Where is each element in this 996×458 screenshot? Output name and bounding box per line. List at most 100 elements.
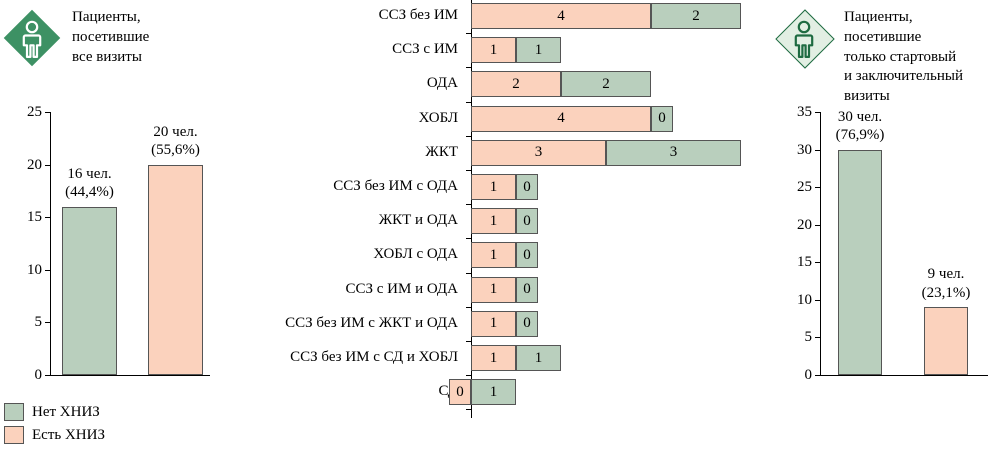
- legend-item: Есть ХНИЗ: [4, 426, 105, 444]
- category-label: ХОБЛ с ОДА: [373, 246, 458, 263]
- stacked-segment-no-chronic: 0: [516, 276, 538, 303]
- y-axis-tick-label: 25: [27, 104, 42, 120]
- bar-no-chronic: [62, 206, 117, 375]
- right-panel-header: Пациенты, посетившие только стартовый и …: [775, 8, 996, 107]
- category-label: ХОБЛ: [418, 109, 458, 126]
- stacked-segment-no-chronic: 1: [516, 37, 561, 64]
- stacked-segment-has-chronic: 1: [471, 37, 516, 64]
- left-bar-chart: 0 5 10 15 20 25 16 чел. (44,4%) 20 чел. (55,6%): [0, 105, 230, 395]
- legend-label: Нет ХНИЗ: [32, 403, 100, 420]
- y-axis-tick: [45, 322, 50, 323]
- y-axis-tick-label: 25: [797, 179, 812, 196]
- y-axis-tick: [815, 225, 820, 226]
- left-panel-header: Пациенты, посетившие все визиты: [3, 8, 230, 67]
- bar-no-chronic: [838, 149, 882, 375]
- y-axis-tick: [815, 112, 820, 113]
- y-axis-tick: [45, 375, 50, 376]
- stacked-segment-has-chronic: 4: [471, 3, 651, 29]
- category-label: ССЗ с ИМ: [392, 41, 458, 58]
- category-label: ОДА: [426, 75, 458, 92]
- y-axis-tick: [815, 262, 820, 263]
- category-axis-tick: [466, 204, 471, 205]
- y-axis-tick-label: 30: [797, 141, 812, 158]
- y-axis-tick-label: 10: [27, 261, 42, 278]
- legend-swatch-green: [4, 403, 24, 421]
- y-axis-tick-label: 5: [804, 329, 813, 346]
- stacked-segment-no-chronic: 0: [516, 208, 538, 235]
- stacked-segment-has-chronic: 1: [471, 208, 516, 235]
- stacked-segment-no-chronic: 0: [516, 310, 538, 337]
- category-label: ССЗ с ИМ и ОДА: [345, 280, 458, 297]
- stacked-segment-no-chronic: 1: [516, 345, 561, 371]
- category-label: ССЗ без ИМ с ОДА: [333, 178, 458, 194]
- category-axis-tick: [466, 136, 471, 137]
- y-axis-tick-label: 20: [27, 156, 42, 173]
- legend-item: Нет ХНИЗ: [4, 403, 105, 421]
- y-axis-tick-label: 0: [34, 367, 43, 383]
- y-axis-tick-label: 10: [797, 291, 812, 308]
- stacked-segment-has-chronic: 1: [471, 276, 516, 303]
- y-axis-tick-label: 0: [804, 367, 813, 383]
- y-axis-tick-label: 5: [34, 314, 43, 331]
- bar-has-chronic: [148, 164, 203, 375]
- stacked-segment-has-chronic: 1: [471, 174, 516, 200]
- stacked-segment-has-chronic: 0: [449, 379, 471, 406]
- stacked-segment-no-chronic: 0: [516, 242, 538, 269]
- category-axis-tick: [466, 238, 471, 239]
- y-axis-tick: [815, 150, 820, 151]
- category-axis-tick: [466, 33, 471, 34]
- stacked-segment-no-chronic: 1: [471, 379, 516, 406]
- legend-swatch-pink: [4, 426, 24, 444]
- category-axis-tick: [466, 375, 471, 376]
- legend-label: Есть ХНИЗ: [32, 426, 105, 443]
- stacked-segment-no-chronic: 2: [561, 71, 651, 98]
- stacked-segment-has-chronic: 1: [471, 310, 516, 337]
- left-panel-title: Пациенты, посетившие все визиты: [72, 9, 150, 65]
- stacked-segment-no-chronic: 0: [516, 174, 538, 200]
- y-axis-tick: [815, 337, 820, 338]
- stacked-segment-has-chronic: 4: [471, 105, 651, 132]
- bar-value-label: 20 чел. (55,6%): [151, 123, 200, 158]
- category-label: ЖКТ и ОДА: [378, 212, 458, 229]
- person-diamond-icon-outline: [775, 9, 835, 69]
- y-axis-tick: [45, 112, 50, 113]
- right-panel-title: Пациенты, посетившие только стартовый и …: [844, 9, 964, 105]
- stacked-segment-has-chronic: 1: [471, 242, 516, 269]
- y-axis-tick: [815, 187, 820, 188]
- category-label: ССЗ без ИМ: [378, 7, 458, 23]
- y-axis-tick: [815, 300, 820, 301]
- left-panel: Пациенты, посетившие все визиты 0 5 10 15 20…: [0, 0, 230, 458]
- stacked-segment-has-chronic: 2: [471, 71, 561, 98]
- stacked-segment-no-chronic: 2: [651, 3, 741, 29]
- y-axis-tick-label: 15: [27, 209, 42, 226]
- y-axis: [50, 112, 51, 376]
- stacked-segment-no-chronic: 3: [606, 139, 741, 166]
- category-axis-tick: [466, 170, 471, 171]
- x-axis: [50, 375, 210, 376]
- category-label: ЖКТ: [425, 143, 458, 160]
- y-axis-tick: [45, 165, 50, 166]
- stacked-segment-has-chronic: 3: [471, 139, 606, 166]
- category-axis-tick: [466, 102, 471, 103]
- category-axis-tick: [466, 307, 471, 308]
- category-axis-tick: [466, 341, 471, 342]
- category-axis-tick: [466, 409, 471, 410]
- bar-value-label: 9 чел. (23,1%): [921, 266, 971, 301]
- bar-has-chronic: [924, 307, 968, 375]
- y-axis: [820, 112, 821, 376]
- category-axis-tick: [466, 67, 471, 68]
- y-axis-tick-label: 20: [797, 216, 812, 233]
- category-axis-tick: [466, 273, 471, 274]
- y-axis-tick: [45, 217, 50, 218]
- y-axis-tick: [815, 375, 820, 376]
- right-panel: Пациенты, посетившие только стартовый и …: [770, 0, 996, 458]
- bar-value-label: 16 чел. (44,4%): [65, 165, 114, 200]
- stacked-segment-no-chronic: 0: [651, 105, 673, 132]
- x-axis: [820, 375, 988, 376]
- y-axis-tick: [45, 270, 50, 271]
- stacked-segment-has-chronic: 1: [471, 345, 516, 371]
- legend: Нет ХНИЗ Есть ХНИЗ: [4, 403, 105, 449]
